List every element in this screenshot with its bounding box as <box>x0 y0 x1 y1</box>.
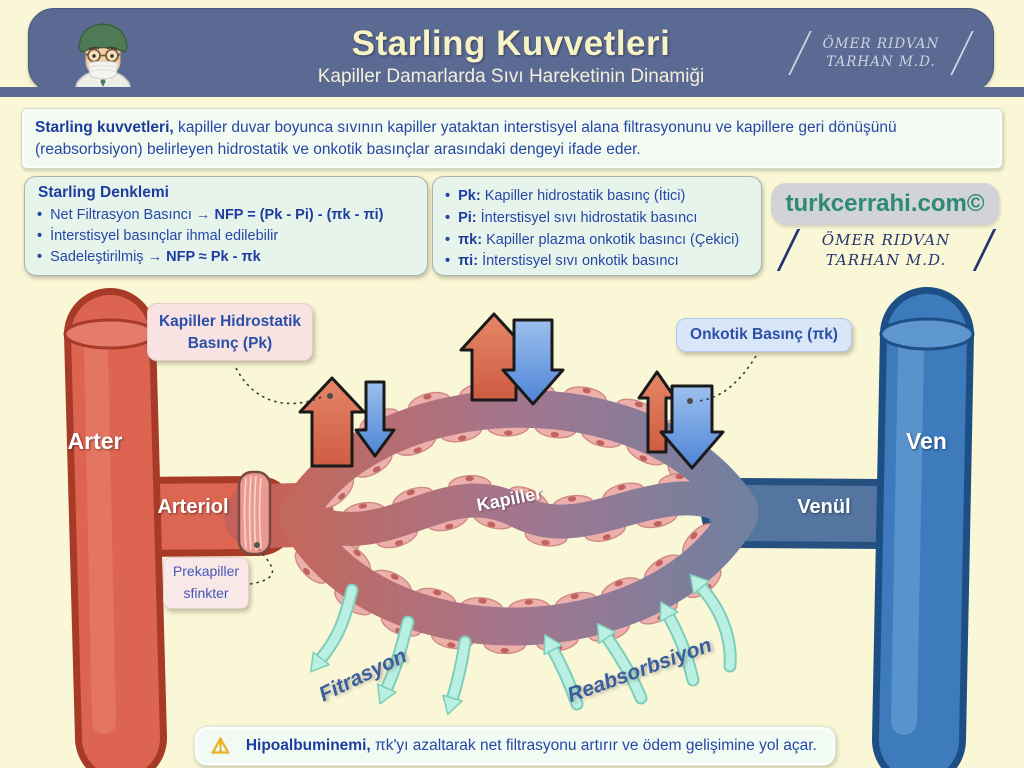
header-bar: Starling Kuvvetleri Kapiller Damarlarda … <box>28 8 994 98</box>
header-divider <box>0 87 1024 97</box>
connector-dot <box>254 542 260 548</box>
artery-vessel <box>63 288 167 768</box>
definition-item: • Pk: Kapiller hidrostatik basınç (İtici… <box>445 186 749 208</box>
page-title: Starling Kuvvetleri <box>351 24 671 63</box>
warning-icon: ⚠ <box>211 734 230 758</box>
bullet-icon: • <box>445 253 451 270</box>
equation-item: • Sadeleştirilmiş → NFP ≈ Pk - πk <box>37 247 415 268</box>
venule-label: Venül <box>797 496 851 518</box>
bullet-icon: • <box>445 209 451 226</box>
arteriole-label: Arteriol <box>157 496 229 518</box>
definition-item: • πi: İnterstisyel sıvı onkotik basıncı <box>445 251 749 273</box>
warning-text: πk'yı azaltarak net filtrasyonu artırır … <box>375 737 817 754</box>
bullet-icon: • <box>37 207 43 223</box>
signature-line1: ÖMER RIDVAN <box>822 36 940 52</box>
intro-definition-box: Starling kuvvetleri, kapiller duvar boyu… <box>21 108 1003 169</box>
hydrostatic-pressure-callout: Kapiller Hidrostatik Basınç (Pk) <box>147 303 313 361</box>
capillary-diagram <box>63 287 975 768</box>
warning-lead: Hipoalbuminemi, <box>245 737 371 754</box>
starling-equation-box: Starling Denklemi • Net Filtrasyon Basın… <box>24 176 428 276</box>
equation-item: • Net Filtrasyon Basıncı → NFP = (Pk - P… <box>37 205 415 226</box>
connector-dot <box>327 393 333 399</box>
page-subtitle: Kapiller Damarlarda Sıvı Hareketinin Din… <box>317 66 705 87</box>
website-brand[interactable]: turkcerrahi.com© <box>771 183 999 225</box>
intro-lead: Starling kuvvetleri, <box>35 119 174 136</box>
bullet-icon: • <box>445 231 451 248</box>
vein-vessel <box>872 287 975 768</box>
intro-text: kapiller duvar boyunca sıvının kapiller … <box>35 119 897 159</box>
bullet-icon: • <box>37 249 43 266</box>
bullet-icon: • <box>37 228 43 245</box>
fluid-flow-arrows <box>310 573 737 716</box>
pressure-arrows <box>298 312 725 470</box>
equation-item: • İnterstisyel basınçlar ihmal edilebili… <box>37 226 415 247</box>
precapillary-sphincter <box>237 470 272 556</box>
signature-line2: TARHAN M.D. <box>825 250 947 269</box>
artery-label: Arter <box>67 428 123 454</box>
author-signature-body: ÖMER RIDVAN TARHAN M.D. <box>776 229 996 271</box>
vein-label: Ven <box>906 428 947 454</box>
author-signature-header: ÖMER RIDVAN TARHAN M.D. <box>788 31 974 75</box>
callout-connectors <box>235 355 757 585</box>
bullet-icon: • <box>445 188 451 204</box>
oncotic-pressure-callout: Onkotik Basınç (πk) <box>676 318 852 352</box>
pressure-definitions-box: • Pk: Kapiller hidrostatik basınç (İtici… <box>432 176 762 276</box>
venule-vessel <box>701 478 919 549</box>
definition-item: • πk: Kapiller plazma onkotik basıncı (Ç… <box>445 230 749 252</box>
definition-item: • Pi: İnterstisyel sıvı hidrostatik bası… <box>445 208 749 230</box>
signature-line2: TARHAN M.D. <box>826 54 936 71</box>
connector-dot <box>687 398 693 404</box>
signature-line1: ÖMER RIDVAN <box>821 231 951 249</box>
sphincter-callout: Prekapiller sfinkter <box>163 557 249 609</box>
hypoalbuminemia-warning-box: ⚠ Hipoalbuminemi, πk'yı azaltarak net fi… <box>194 726 836 766</box>
equation-box-title: Starling Denklemi <box>38 184 169 201</box>
